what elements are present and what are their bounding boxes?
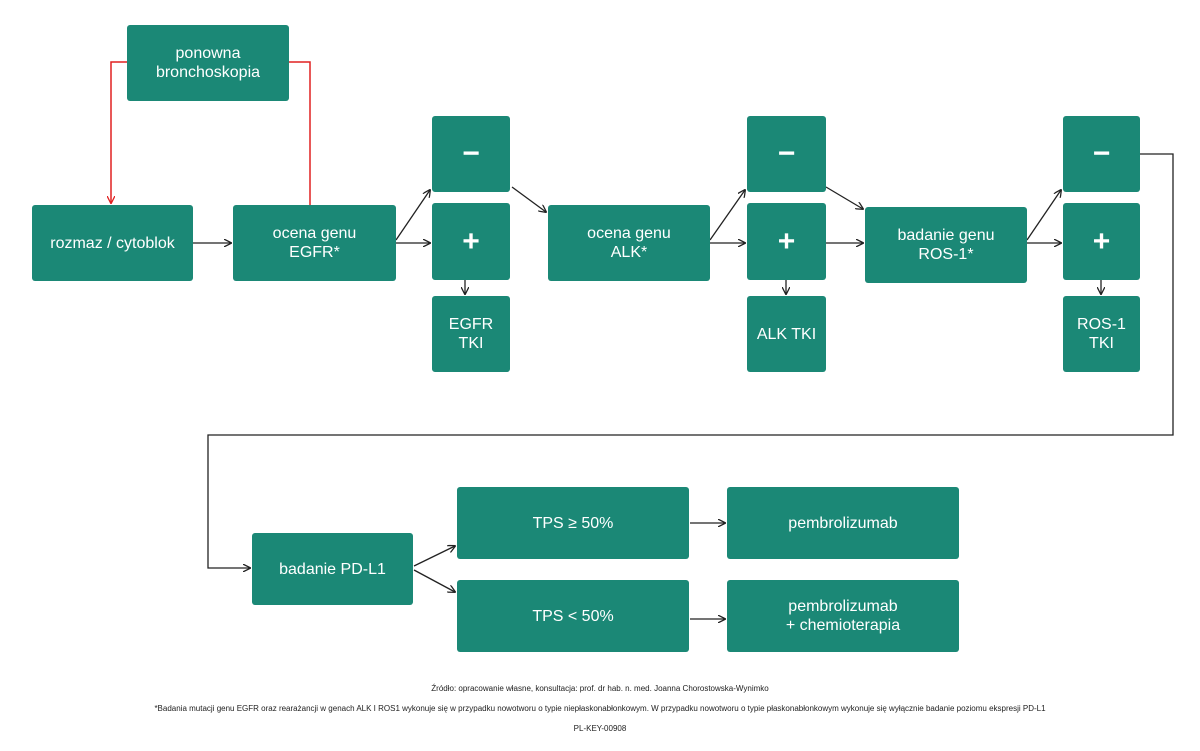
arrow-egfr-neg-to-alk bbox=[511, 186, 546, 212]
node-rebronchoscopy: ponowna bronchoskopia bbox=[127, 25, 289, 101]
node-pembrolizumab: pembrolizumab bbox=[727, 487, 959, 559]
node-egfr-test: ocena genu EGFR* bbox=[233, 205, 396, 281]
arrow-pdl1-to-tps-high bbox=[413, 546, 455, 567]
footer-code: PL-KEY-00908 bbox=[573, 724, 627, 733]
arrow-ros-to-neg bbox=[1026, 190, 1061, 241]
node-ros1-tki: ROS-1 TKI bbox=[1063, 296, 1140, 372]
footer-note: *Badania mutacji genu EGFR oraz rearażan… bbox=[154, 704, 1046, 713]
arrow-alk-to-neg bbox=[709, 190, 745, 241]
arrow-ros-neg-to-pdl1 bbox=[207, 153, 1174, 568]
loop-egfr-to-rebronch bbox=[289, 61, 311, 205]
footer-source: Źródło: opracowanie własne, konsultacja:… bbox=[431, 684, 769, 693]
node-tps-high: TPS ≥ 50% bbox=[457, 487, 689, 559]
node-alk-tki: ALK TKI bbox=[747, 296, 826, 372]
node-tps-low: TPS < 50% bbox=[457, 580, 689, 652]
arrow-egfr-to-neg bbox=[395, 190, 430, 241]
node-alk-positive: + bbox=[747, 203, 826, 280]
node-ros1-test: badanie genu ROS-1* bbox=[865, 207, 1027, 283]
loop-rebronch-to-smear bbox=[111, 61, 127, 203]
node-egfr-positive: + bbox=[432, 203, 510, 280]
node-egfr-negative: − bbox=[432, 116, 510, 192]
node-ros1-negative: − bbox=[1063, 116, 1140, 192]
node-pdl1-test: badanie PD-L1 bbox=[252, 533, 413, 605]
arrow-pdl1-to-tps-low bbox=[413, 569, 455, 592]
arrow-alk-neg-to-ros bbox=[825, 186, 863, 209]
node-ros1-positive: + bbox=[1063, 203, 1140, 280]
node-alk-test: ocena genu ALK* bbox=[548, 205, 710, 281]
node-egfr-tki: EGFR TKI bbox=[432, 296, 510, 372]
node-pembrolizumab-chemo: pembrolizumab + chemioterapia bbox=[727, 580, 959, 652]
node-alk-negative: − bbox=[747, 116, 826, 192]
node-smear-cytoblock: rozmaz / cytoblok bbox=[32, 205, 193, 281]
